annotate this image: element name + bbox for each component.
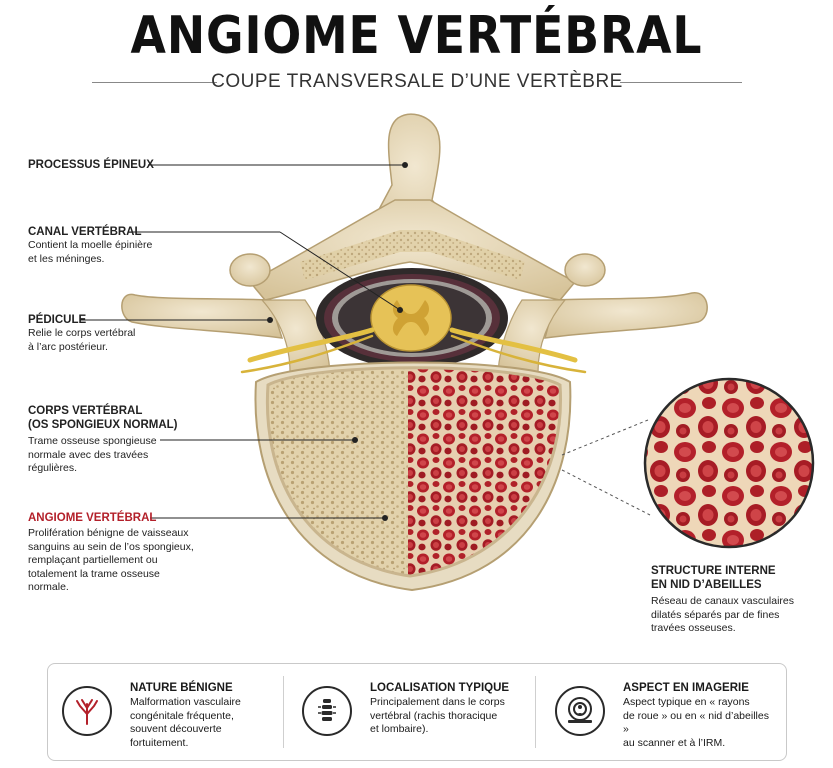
- label-structure-desc-line: travées osseuses.: [651, 622, 736, 634]
- feature-localisation: LOCALISATION TYPIQUE Principalement dans…: [288, 664, 538, 760]
- label-pedicule: PÉDICULE Relie le corps vertébral à l’ar…: [28, 313, 135, 354]
- scanner-icon: [555, 686, 605, 736]
- label-corps-desc-line: régulières.: [28, 462, 78, 474]
- feature-desc-line: souvent découverte: [130, 723, 222, 735]
- feature-desc-line: au scanner et à l’IRM.: [623, 736, 726, 749]
- feature-nature-text: NATURE BÉNIGNE Malformation vasculaire c…: [130, 682, 280, 750]
- vertebra-diagram: [80, 113, 815, 592]
- feature-nature-desc: Malformation vasculaire congénitale fréq…: [130, 696, 280, 750]
- feature-desc-line: fortuitement.: [130, 736, 189, 749]
- transverse-process-left: [121, 293, 284, 339]
- feature-desc-line: Malformation vasculaire: [130, 696, 241, 708]
- label-structure-desc-line: Réseau de canaux vasculaires: [651, 595, 795, 607]
- label-pedicule-desc-line: à l’arc postérieur.: [28, 340, 108, 353]
- label-canal-vertebral: CANAL VERTÉBRAL Contient la moelle épini…: [28, 225, 152, 266]
- label-canal-desc: Contient la moelle épinière et les ménin…: [28, 239, 152, 266]
- feature-desc-line: congénitale fréquente,: [130, 709, 234, 722]
- label-processus-epineux: PROCESSUS ÉPINEUX: [28, 158, 154, 172]
- panel-divider: [283, 676, 284, 748]
- label-angiome-desc-line: totalement la trame osseuse: [28, 567, 160, 580]
- label-canal-head: CANAL VERTÉBRAL: [28, 226, 142, 238]
- label-angiome-desc: Prolifération bénigne de vaisseaux sangu…: [28, 527, 194, 595]
- label-structure-head: STRUCTURE INTERNE: [651, 565, 776, 577]
- label-corps-head2: (OS SPONGIEUX NORMAL): [28, 419, 178, 431]
- vessel-tree-icon: [62, 686, 112, 736]
- feature-localisation-desc: Principalement dans le corps vertébral (…: [370, 696, 520, 737]
- spine-icon: [302, 686, 352, 736]
- label-structure-desc-line: dilatés séparés par de fines: [651, 608, 780, 621]
- label-pedicule-head: PÉDICULE: [28, 314, 87, 326]
- feature-desc-line: et lombaire).: [370, 723, 429, 735]
- label-angiome-desc-line: Prolifération bénigne de vaisseaux: [28, 527, 189, 539]
- feature-nature: NATURE BÉNIGNE Malformation vasculaire c…: [48, 664, 293, 760]
- panel-divider: [535, 676, 536, 748]
- feature-imagerie: ASPECT EN IMAGERIE Aspect typique en « r…: [541, 664, 786, 760]
- articular-process-left: [229, 253, 271, 287]
- feature-imagerie-text: ASPECT EN IMAGERIE Aspect typique en « r…: [623, 682, 773, 750]
- label-angiome-head: ANGIOME VERTÉBRAL: [28, 512, 157, 524]
- label-canal-desc-line: et les méninges.: [28, 252, 105, 265]
- subtitle-rule-right: [620, 82, 742, 83]
- label-angiome-desc-line: remplaçant partiellement ou: [28, 554, 158, 566]
- feature-desc-line: vertébral (rachis thoracique: [370, 709, 498, 722]
- label-structure-interne: STRUCTURE INTERNE EN NID D’ABEILLES Rése…: [651, 564, 794, 636]
- label-angiome-desc-line: normale.: [28, 581, 69, 593]
- label-angiome-vertebral: ANGIOME VERTÉBRAL Prolifération bénigne …: [28, 511, 194, 595]
- articular-process-right: [564, 253, 606, 287]
- feature-desc-line: Principalement dans le corps: [370, 696, 505, 708]
- label-canal-desc-line: Contient la moelle épinière: [28, 239, 153, 251]
- honeycomb-zoom: [645, 379, 813, 547]
- feature-localisation-title: LOCALISATION TYPIQUE: [370, 682, 510, 694]
- nerve-right: [449, 327, 578, 363]
- label-pedicule-desc-line: Relie le corps vertébral: [28, 327, 136, 339]
- label-corps-desc: Trame osseuse spongieuse normale avec de…: [28, 435, 178, 476]
- subtitle-block: COUPE TRANSVERSALE D’UNE VERTÈBRE: [92, 68, 742, 98]
- feature-nature-title: NATURE BÉNIGNE: [130, 682, 233, 694]
- nerve-left: [247, 327, 375, 363]
- label-corps-desc-line: Trame osseuse spongieuse: [28, 435, 157, 447]
- feature-imagerie-desc: Aspect typique en « rayons de roue » ou …: [623, 696, 773, 750]
- page-title: ANGIOME VERTÉBRAL: [130, 6, 703, 66]
- feature-imagerie-title: ASPECT EN IMAGERIE: [623, 682, 749, 694]
- label-angiome-desc-line: sanguins au sein de l’os spongieux,: [28, 540, 194, 553]
- label-structure-head2: EN NID D’ABEILLES: [651, 579, 762, 591]
- label-structure-desc: Réseau de canaux vasculaires dilatés sép…: [651, 595, 794, 636]
- label-pedicule-desc: Relie le corps vertébral à l’arc postéri…: [28, 327, 135, 354]
- label-corps-desc-line: normale avec des travées: [28, 448, 149, 461]
- feature-desc-line: Aspect typique en « rayons: [623, 696, 750, 708]
- label-processus-head: PROCESSUS ÉPINEUX: [28, 159, 154, 171]
- label-corps-head: CORPS VERTÉBRAL: [28, 405, 143, 417]
- feature-desc-line: de roue » ou en « nid d’abeilles »: [623, 709, 769, 736]
- transverse-process-right: [543, 292, 708, 339]
- subtitle: COUPE TRANSVERSALE D’UNE VERTÈBRE: [211, 71, 623, 92]
- feature-localisation-text: LOCALISATION TYPIQUE Principalement dans…: [370, 682, 520, 737]
- info-panel: NATURE BÉNIGNE Malformation vasculaire c…: [47, 663, 787, 761]
- label-corps-vertebral: CORPS VERTÉBRAL (OS SPONGIEUX NORMAL) Tr…: [28, 404, 178, 476]
- subtitle-rule-left: [92, 82, 217, 83]
